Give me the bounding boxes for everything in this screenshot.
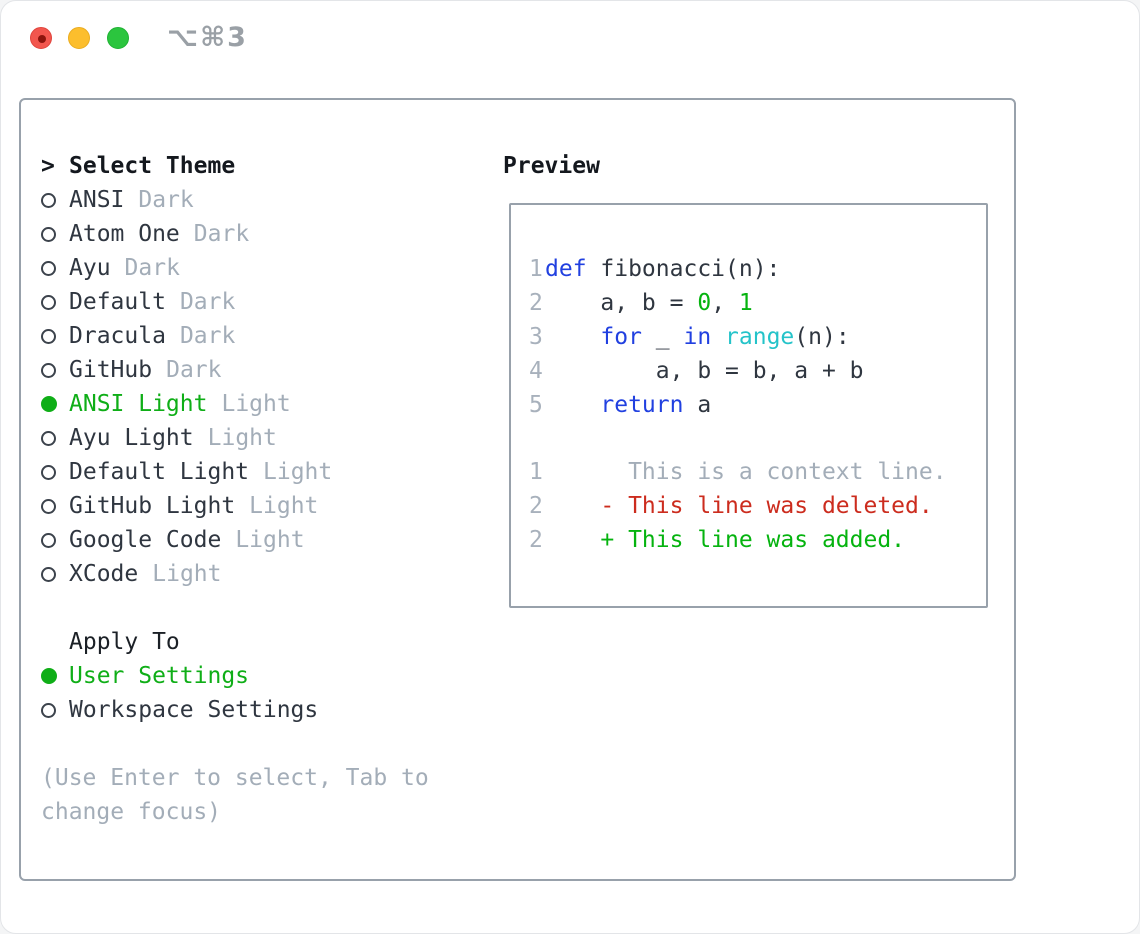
theme-variant-tag: Dark — [166, 357, 222, 383]
line-number: 2 — [529, 290, 543, 316]
radio-off-icon — [41, 192, 56, 208]
radio-on-icon — [41, 396, 57, 412]
theme-option-ansi-light-selected[interactable]: ANSI Light Light — [41, 387, 461, 421]
code-line: 3 for _ in range(n): — [529, 324, 850, 350]
code-line: 2 a, b = 0, 1 — [529, 290, 753, 316]
theme-variant-tag: Light — [221, 391, 291, 417]
theme-variant-tag: Light — [207, 425, 277, 451]
theme-option-dracula-dark[interactable]: Dracula Dark — [41, 319, 461, 353]
spacer — [529, 422, 986, 455]
radio-off-icon — [41, 294, 56, 310]
line-number: 2 — [529, 527, 543, 553]
theme-option-default-dark[interactable]: Default Dark — [41, 285, 461, 319]
theme-option-xcode[interactable]: XCode Light — [41, 557, 461, 591]
theme-variant-tag: Light — [152, 561, 222, 587]
theme-selector-panel: > Select Theme ANSI Dark Atom One Dark Ay… — [19, 98, 1016, 881]
theme-variant-tag: Light — [263, 459, 333, 485]
titlebar: ⌥⌘3 — [1, 1, 1139, 98]
focus-pointer-icon: > — [41, 153, 55, 179]
keyboard-hint: (Use Enter to select, Tab to change focu… — [41, 765, 429, 825]
radio-off-icon — [41, 260, 56, 276]
minimize-button[interactable] — [68, 27, 90, 49]
line-number: 1 — [529, 459, 543, 485]
theme-variant-tag: Dark — [193, 221, 250, 247]
theme-variant-tag: Light — [249, 493, 319, 519]
radio-off-icon — [41, 702, 56, 718]
theme-option-default-light[interactable]: Default Light Light — [41, 455, 461, 489]
radio-on-icon — [41, 668, 57, 684]
preview-title: Preview — [503, 153, 600, 179]
radio-off-icon — [41, 226, 56, 242]
diff-deleted-line: 2 - This line was deleted. — [529, 493, 933, 519]
theme-variant-tag: Dark — [138, 187, 194, 213]
radio-off-icon — [41, 566, 56, 582]
line-number: 1 — [529, 256, 543, 282]
spacer — [41, 591, 461, 625]
code-line: 5 return a — [529, 392, 712, 418]
radio-off-icon — [41, 362, 56, 378]
preview-pane: Preview 1 def fibonacci(n): 2 a, b = 0, … — [491, 149, 996, 608]
theme-option-ayu-dark[interactable]: Ayu Dark — [41, 251, 461, 285]
theme-variant-tag: Dark — [179, 323, 236, 349]
select-theme-title: Select Theme — [69, 153, 236, 179]
code-preview-box: 1 def fibonacci(n): 2 a, b = 0, 1 3 for … — [509, 203, 988, 608]
zoom-button[interactable] — [107, 27, 129, 49]
theme-variant-tag: Light — [235, 527, 305, 553]
line-number: 5 — [529, 392, 543, 418]
line-number: 3 — [529, 324, 543, 350]
theme-option-google-code[interactable]: Google Code Light — [41, 523, 461, 557]
select-theme-header: > Select Theme — [41, 149, 461, 183]
radio-off-icon — [41, 498, 56, 514]
radio-off-icon — [41, 430, 56, 446]
apply-option-user-settings[interactable]: User Settings — [41, 659, 461, 693]
diff-added-line: 2 + This line was added. — [529, 527, 906, 553]
window-title: ⌥⌘3 — [167, 22, 248, 53]
radio-off-icon — [41, 464, 56, 480]
radio-off-icon — [41, 328, 56, 344]
code-line: 4 a, b = b, a + b — [529, 358, 864, 384]
theme-option-ayu-light[interactable]: Ayu Light Light — [41, 421, 461, 455]
line-number: 2 — [529, 493, 543, 519]
line-number: 4 — [529, 358, 543, 384]
apply-option-workspace-settings[interactable]: Workspace Settings — [41, 693, 461, 727]
close-button[interactable] — [30, 27, 52, 49]
radio-off-icon — [41, 532, 56, 548]
theme-list: > Select Theme ANSI Dark Atom One Dark Ay… — [41, 149, 461, 829]
apply-to-header: Apply To — [69, 629, 180, 655]
theme-option-atom-one-dark[interactable]: Atom One Dark — [41, 217, 461, 251]
theme-option-ansi-dark[interactable]: ANSI Dark — [41, 183, 461, 217]
code-line: 1 def fibonacci(n): — [529, 256, 781, 282]
diff-context-line: 1 This is a context line. — [529, 459, 947, 485]
theme-option-github-dark[interactable]: GitHub Dark — [41, 353, 461, 387]
theme-option-github-light[interactable]: GitHub Light Light — [41, 489, 461, 523]
theme-variant-tag: Dark — [179, 289, 236, 315]
theme-variant-tag: Dark — [124, 255, 180, 281]
